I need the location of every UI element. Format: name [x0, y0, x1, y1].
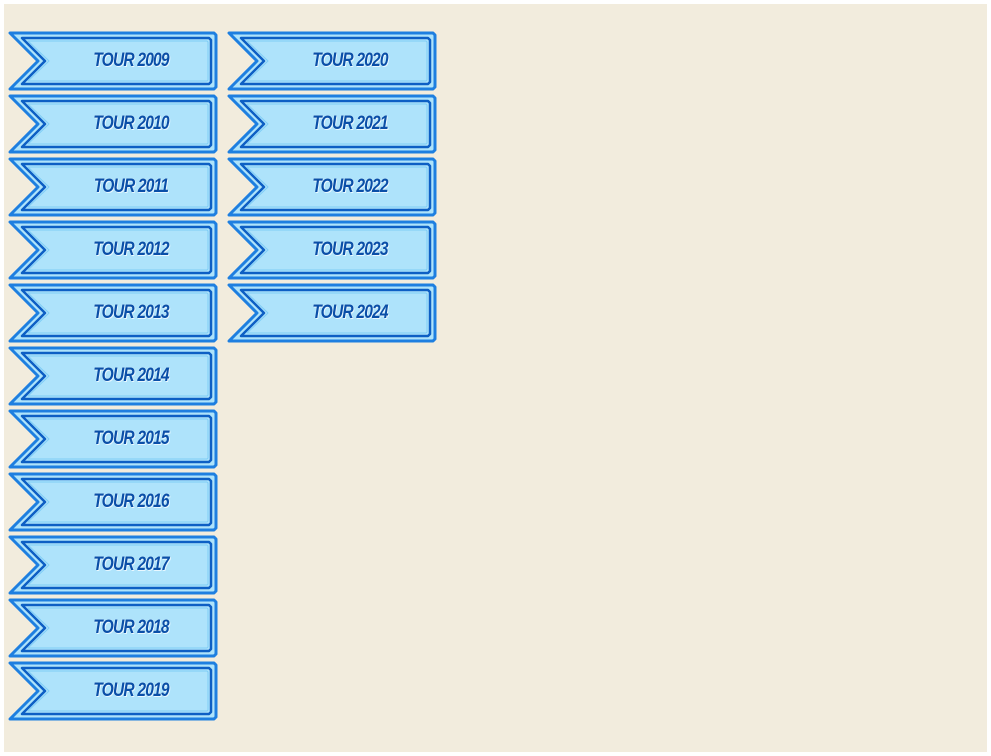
tour-2019-button[interactable]: TOUR 2019 — [8, 661, 218, 724]
ribbon-shape — [8, 535, 218, 595]
page-background: TOUR 2009 TOUR 2010 TOUR 2011 TOUR 2012 … — [4, 4, 987, 752]
ribbon-shape — [227, 31, 437, 91]
tour-2023-button[interactable]: TOUR 2023 — [227, 220, 437, 283]
tour-2016-button[interactable]: TOUR 2016 — [8, 472, 218, 535]
tour-2021-button[interactable]: TOUR 2021 — [227, 94, 437, 157]
ribbon-shape — [8, 220, 218, 280]
tour-2014-button[interactable]: TOUR 2014 — [8, 346, 218, 409]
tour-2013-button[interactable]: TOUR 2013 — [8, 283, 218, 346]
ribbon-shape — [227, 220, 437, 280]
ribbon-shape — [227, 94, 437, 154]
tour-2024-button[interactable]: TOUR 2024 — [227, 283, 437, 346]
tour-column-left: TOUR 2009 TOUR 2010 TOUR 2011 TOUR 2012 … — [8, 31, 218, 724]
ribbon-shape — [227, 283, 437, 343]
ribbon-shape — [8, 472, 218, 532]
ribbon-shape — [227, 157, 437, 217]
tour-2015-button[interactable]: TOUR 2015 — [8, 409, 218, 472]
ribbon-shape — [8, 598, 218, 658]
ribbon-shape — [8, 157, 218, 217]
tour-2020-button[interactable]: TOUR 2020 — [227, 31, 437, 94]
tour-2018-button[interactable]: TOUR 2018 — [8, 598, 218, 661]
ribbon-shape — [8, 94, 218, 154]
tour-2011-button[interactable]: TOUR 2011 — [8, 157, 218, 220]
tour-2017-button[interactable]: TOUR 2017 — [8, 535, 218, 598]
tour-2022-button[interactable]: TOUR 2022 — [227, 157, 437, 220]
tour-column-right: TOUR 2020 TOUR 2021 TOUR 2022 TOUR 2023 … — [227, 31, 437, 346]
ribbon-shape — [8, 31, 218, 91]
ribbon-shape — [8, 283, 218, 343]
tour-2009-button[interactable]: TOUR 2009 — [8, 31, 218, 94]
ribbon-shape — [8, 661, 218, 721]
tour-2012-button[interactable]: TOUR 2012 — [8, 220, 218, 283]
tour-2010-button[interactable]: TOUR 2010 — [8, 94, 218, 157]
ribbon-shape — [8, 409, 218, 469]
ribbon-shape — [8, 346, 218, 406]
